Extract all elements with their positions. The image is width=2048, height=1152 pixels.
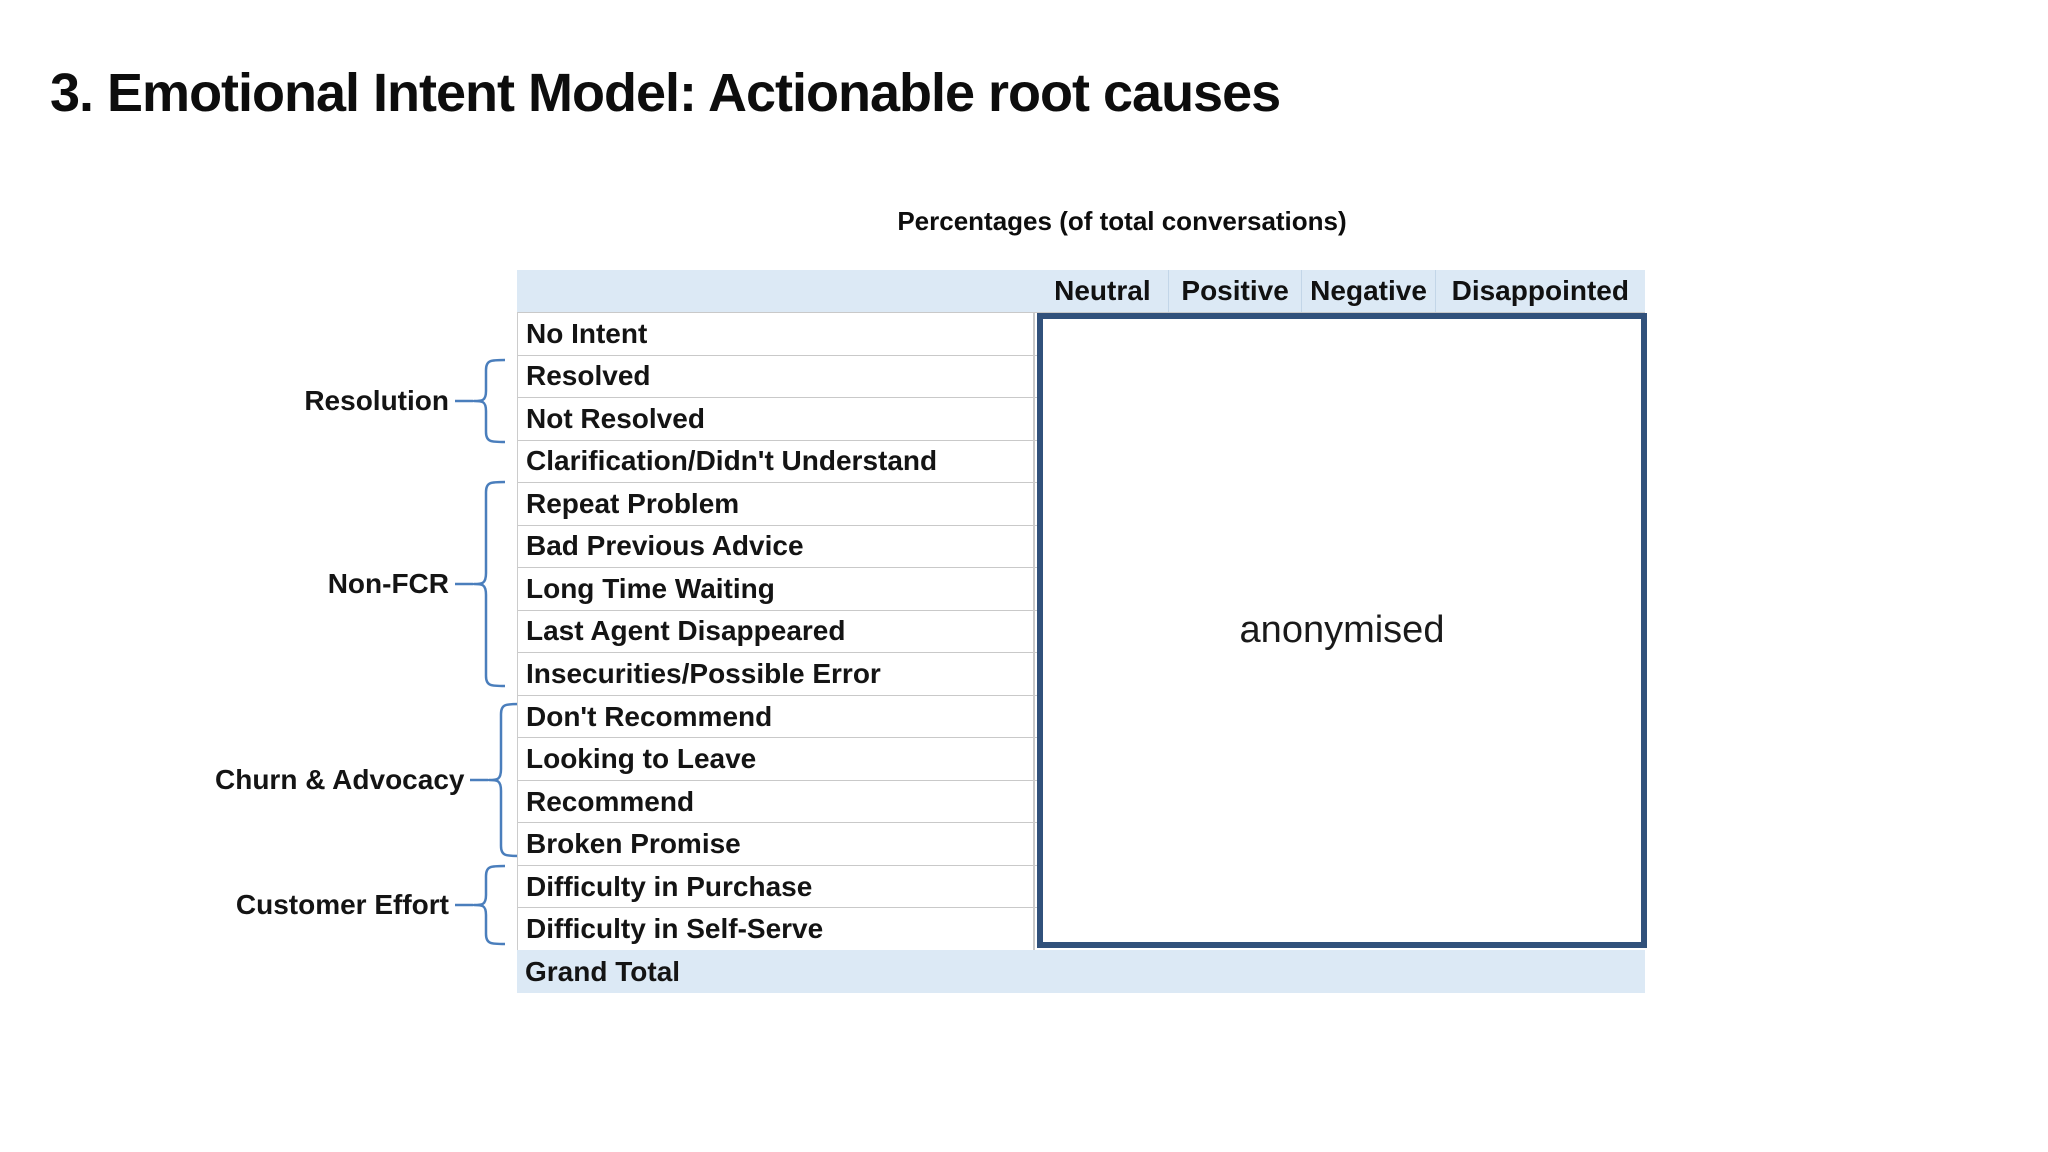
row-label: No Intent bbox=[526, 317, 648, 349]
group-non-fcr: Non-FCR bbox=[215, 480, 505, 688]
slide-title: 3. Emotional Intent Model: Actionable ro… bbox=[50, 63, 1281, 123]
table-header-row: Neutral Positive Negative Disappointed bbox=[517, 270, 1645, 312]
row-label: Bad Previous Advice bbox=[526, 530, 804, 562]
row-label: Broken Promise bbox=[526, 828, 741, 860]
anonymised-overlay: anonymised bbox=[1037, 313, 1647, 948]
brace-icon bbox=[470, 702, 521, 858]
group-label: Non-FCR bbox=[327, 568, 449, 599]
row-label: Long Time Waiting bbox=[526, 572, 775, 604]
row-label: Clarification/Didn't Understand bbox=[526, 445, 938, 477]
grand-total-row: Grand Total bbox=[517, 950, 1645, 993]
group-label: Churn & Advocacy bbox=[215, 764, 465, 795]
row-label: Difficulty in Purchase bbox=[526, 870, 813, 902]
column-header-positive: Positive bbox=[1167, 270, 1302, 312]
brace-icon bbox=[455, 358, 505, 444]
row-label: Looking to Leave bbox=[526, 743, 757, 775]
row-label: Repeat Problem bbox=[526, 487, 740, 519]
column-header-negative: Negative bbox=[1301, 270, 1434, 312]
group-churn-advocacy: Churn & Advocacy bbox=[215, 702, 521, 858]
row-label: Not Resolved bbox=[526, 402, 705, 434]
table-caption: Percentages (of total conversations) bbox=[897, 206, 1347, 236]
grand-total-label: Grand Total bbox=[525, 955, 681, 987]
anonymised-label: anonymised bbox=[1239, 609, 1445, 651]
label-column-divider bbox=[1033, 312, 1035, 950]
group-customer-effort: Customer Effort bbox=[215, 864, 505, 946]
brace-icon bbox=[455, 480, 505, 688]
row-label: Recommend bbox=[526, 785, 695, 817]
intent-table: Neutral Positive Negative Disappointed N… bbox=[517, 270, 1647, 993]
row-label: Resolved bbox=[526, 360, 651, 392]
row-label: Last Agent Disappeared bbox=[526, 615, 846, 647]
row-label: Don't Recommend bbox=[526, 700, 773, 732]
group-label: Customer Effort bbox=[235, 889, 449, 920]
row-label: Insecurities/Possible Error bbox=[526, 658, 881, 690]
brace-icon bbox=[455, 864, 505, 946]
group-resolution: Resolution bbox=[215, 358, 505, 444]
row-label: Difficulty in Self-Serve bbox=[526, 913, 824, 945]
column-header-disappointed: Disappointed bbox=[1434, 270, 1645, 312]
group-label: Resolution bbox=[304, 385, 449, 416]
column-header-neutral: Neutral bbox=[1054, 275, 1151, 306]
